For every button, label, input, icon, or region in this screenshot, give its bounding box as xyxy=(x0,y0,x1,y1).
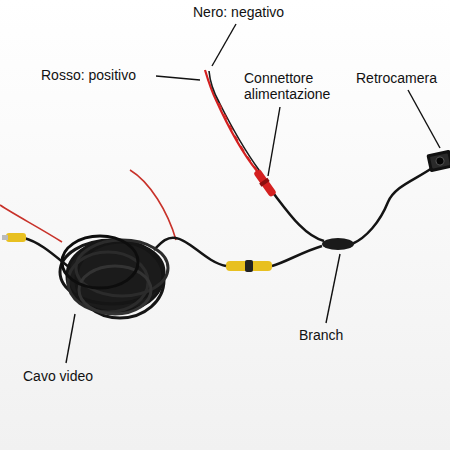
video-cable xyxy=(24,238,70,268)
callout-label: Rosso: positivo xyxy=(40,67,137,83)
camera-cable xyxy=(352,168,432,244)
leader-line xyxy=(66,314,75,363)
leader-line xyxy=(156,76,200,80)
red-wire xyxy=(130,170,176,240)
leader-line xyxy=(212,24,236,66)
leader-line xyxy=(408,90,440,148)
callout-label: Branch xyxy=(298,327,344,343)
leader-line xyxy=(268,107,280,176)
video-cable xyxy=(272,246,322,266)
leader-line xyxy=(326,254,340,323)
power-cable xyxy=(274,194,324,241)
red-wire xyxy=(0,205,62,242)
callout-label: Nero: negativo xyxy=(192,4,285,20)
power-connector xyxy=(252,168,277,198)
cable-coil xyxy=(60,236,168,318)
rca-connector xyxy=(226,260,272,272)
twist xyxy=(218,101,258,171)
rca-connector xyxy=(2,233,26,242)
branch-block xyxy=(322,238,354,250)
video-cable xyxy=(154,238,226,266)
callout-label: Cavo video xyxy=(22,368,94,384)
callout-label: Connettore alimentazione xyxy=(243,70,340,102)
callout-label: Retrocamera xyxy=(355,70,438,86)
camera xyxy=(426,150,450,173)
